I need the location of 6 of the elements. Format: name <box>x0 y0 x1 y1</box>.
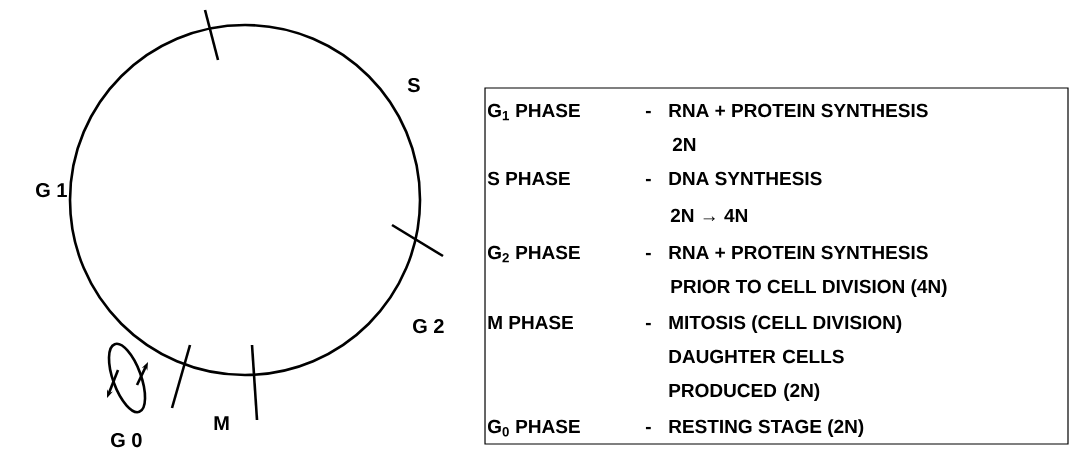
phase-label: S <box>407 78 420 93</box>
phase-label: M <box>214 416 229 430</box>
phase-label: G 1 <box>36 183 67 198</box>
phase-label: G 0 <box>111 433 142 448</box>
phase-label: G 2 <box>413 319 444 334</box>
phase-table: G$_{1}$ PHASE - RNA + PROTEIN SYNTHESIS 2N S PHASE - DNA SYNTHESIS 2N → 4N G$_{2}$ PHASE - RNA + PROTEIN SYNTHESIS PRIOR TO CELL DIVISION (4N) M PHASE - MITOSIS (CELL DIVISION) DAUGHTER CELLS PRODUCED (2N) G$_{0}$ PHASE - RESTING STAGE (2N) <box>484 87 1069 445</box>
